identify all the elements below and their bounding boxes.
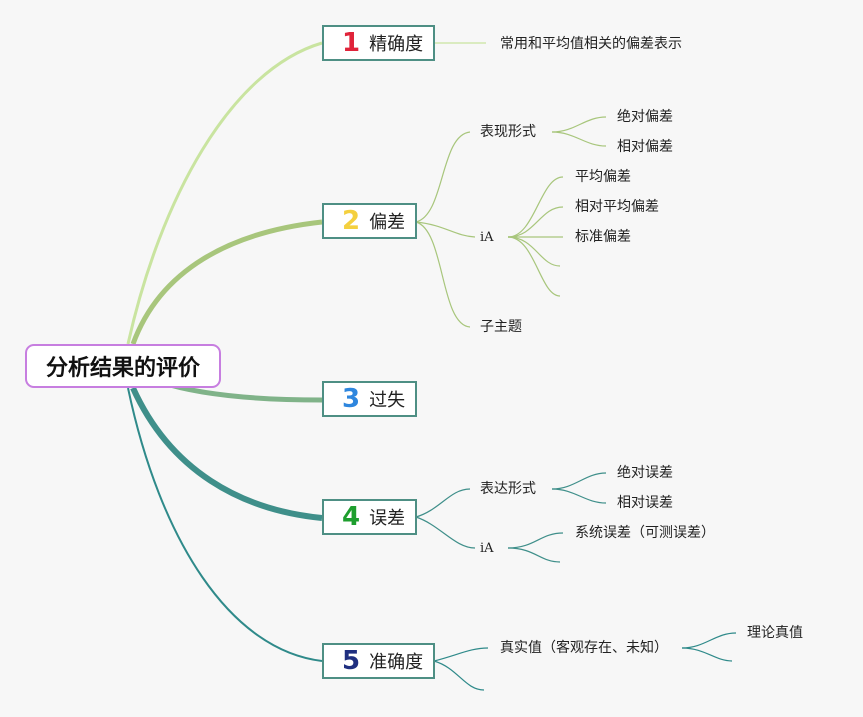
branch-bias: [130, 219, 323, 345]
link-bias-sub: [415, 221, 471, 328]
topic-error[interactable]: 4 误差: [322, 499, 417, 535]
link-form-rel: [551, 131, 607, 147]
link-ia-relavg: [507, 206, 564, 238]
number-badge-2: 2: [342, 206, 361, 236]
bias-ia-item[interactable]: 平均偏差: [575, 169, 631, 185]
link-ia-empty2: [507, 236, 561, 297]
topic-label: 准确度: [369, 652, 424, 673]
link-true-empty: [681, 647, 733, 662]
precision-note[interactable]: 常用和平均值相关的偏差表示: [500, 36, 682, 52]
link-bias-ia: [415, 221, 476, 238]
link-eia-sys: [507, 532, 564, 549]
error-ia[interactable]: iA: [480, 541, 494, 556]
topic-label: 过失: [369, 390, 406, 411]
bias-form[interactable]: 表现形式: [480, 124, 536, 140]
link-acc-empty: [433, 660, 485, 691]
number-badge-3: 3: [342, 384, 361, 414]
link-acc-true: [433, 647, 489, 662]
link-true-theory: [681, 632, 737, 649]
accuracy-true-item[interactable]: 理论真值: [747, 625, 803, 641]
bias-form-item[interactable]: 相对偏差: [617, 139, 673, 155]
bias-ia[interactable]: iA: [480, 230, 494, 245]
topic-accuracy[interactable]: 5 准确度: [322, 643, 435, 679]
topic-precision[interactable]: 1 精确度: [322, 25, 435, 61]
accuracy-true-value[interactable]: 真实值（客观存在、未知）: [500, 640, 668, 656]
branch-accuracy: [127, 387, 323, 662]
root-topic[interactable]: 分析结果的评价: [25, 344, 221, 388]
number-badge-1: 1: [342, 28, 361, 58]
link-error-ia: [415, 516, 476, 549]
error-form-item[interactable]: 相对误差: [617, 495, 673, 511]
bias-form-item[interactable]: 绝对偏差: [617, 109, 673, 125]
error-ia-item[interactable]: 系统误差（可测误差）: [575, 525, 715, 541]
link-eia-empty: [507, 547, 561, 563]
bias-ia-item[interactable]: 相对平均偏差: [575, 199, 659, 215]
number-badge-5: 5: [342, 646, 361, 676]
bias-subtopic[interactable]: 子主题: [480, 319, 522, 335]
topic-label: 误差: [369, 508, 406, 529]
link-form-abs: [551, 116, 607, 133]
topic-label: 精确度: [369, 34, 424, 55]
error-form[interactable]: 表达形式: [480, 481, 536, 497]
link-eform-abs: [551, 472, 607, 490]
link-error-form: [415, 488, 471, 518]
topic-blunder[interactable]: 3 过失: [322, 381, 417, 417]
topic-label: 偏差: [369, 212, 406, 233]
topic-bias[interactable]: 2 偏差: [322, 203, 417, 239]
link-eform-rel: [551, 488, 607, 504]
bias-ia-item[interactable]: 标准偏差: [575, 229, 631, 245]
branch-precision: [126, 41, 323, 345]
number-badge-4: 4: [342, 502, 361, 532]
branch-error: [130, 386, 323, 521]
link-ia-avg: [507, 176, 564, 238]
link-bias-form: [415, 131, 471, 223]
error-form-item[interactable]: 绝对误差: [617, 465, 673, 481]
